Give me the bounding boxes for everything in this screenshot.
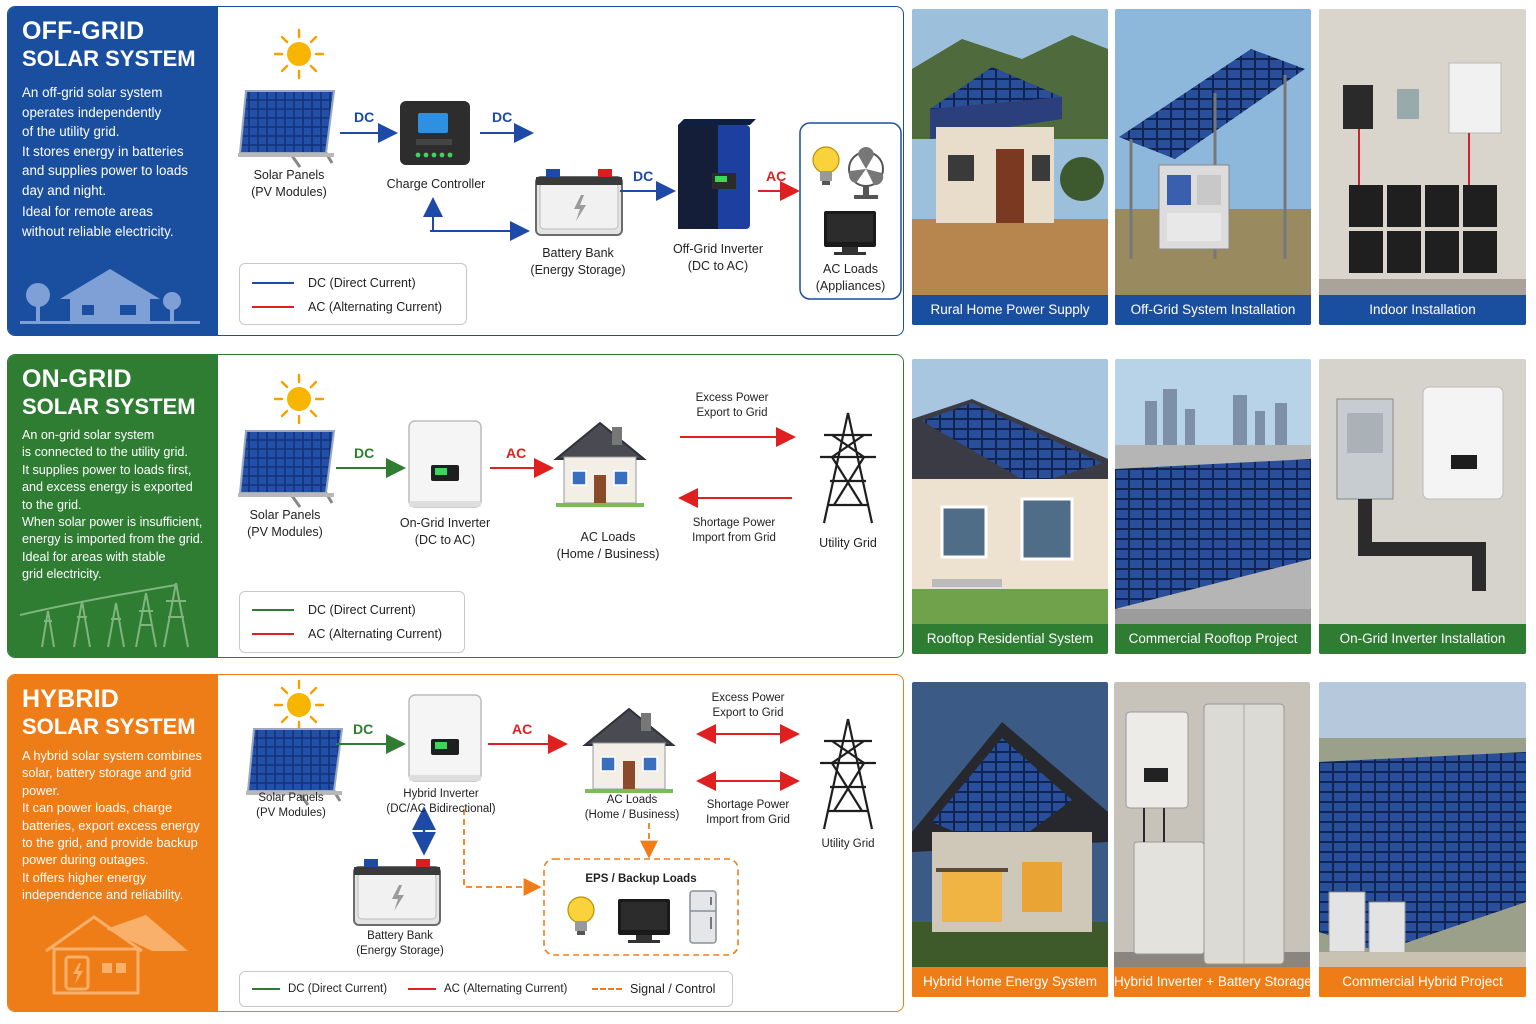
ac-tag: AC (512, 721, 533, 737)
charge-controller-label: Charge Controller (386, 177, 486, 191)
dc-tag: DC (354, 445, 375, 461)
hybrid-title: HYBRID (22, 685, 120, 713)
sun-icon (273, 28, 325, 80)
ongrid-subtitle: SOLAR SYSTEM (22, 394, 196, 419)
legend-dc: DC (Direct Current) (288, 983, 388, 995)
battery-bank-icon (535, 168, 623, 236)
battery-bank-label: Battery Bank(Energy Storage) (356, 930, 444, 957)
ac-loads-label: AC Loads(Home / Business) (584, 794, 680, 821)
house-icon (555, 422, 645, 508)
offgrid-legend: DC (Direct Current) AC (Alternating Curr… (239, 263, 467, 325)
photo-rural-home: Rural Home Power Supply (912, 9, 1108, 325)
solar-panel-icon (236, 89, 336, 169)
hybrid-subtitle: SOLAR SYSTEM (22, 714, 196, 739)
photo-caption: Indoor Installation (1319, 295, 1526, 325)
photo-commercial-hybrid: Commercial Hybrid Project (1319, 682, 1526, 997)
photo-caption: Rural Home Power Supply (912, 295, 1108, 325)
solar-panels-label: Solar Panels(PV Modules) (256, 792, 326, 819)
legend-dc: DC (Direct Current) (308, 276, 416, 290)
hybrid-sidebar: HYBRID SOLAR SYSTEM A hybrid solar syste… (8, 675, 218, 1011)
offgrid-inverter-icon (678, 119, 756, 229)
photo-caption: Rooftop Residential System (912, 624, 1108, 654)
photo-caption: Hybrid Home Energy System (912, 967, 1108, 997)
solar-panel-icon (236, 429, 336, 509)
photo-caption: Hybrid Inverter + Battery Storage (1114, 967, 1310, 997)
refrigerator-icon (689, 890, 717, 944)
ongrid-title: ON-GRID (22, 365, 132, 393)
photo-ongrid-inverter: On-Grid Inverter Installation (1319, 359, 1526, 654)
offgrid-section: OFF-GRID SOLAR SYSTEM An off-grid solar … (7, 6, 904, 336)
ongrid-inverter-icon (408, 420, 482, 508)
fan-icon (848, 147, 884, 199)
legend-ac: AC (Alternating Current) (444, 983, 568, 995)
hybrid-photo-row: Hybrid Home Energy System Hybrid Inverte… (912, 682, 1526, 997)
eps-backup-loads-label: EPS / Backup Loads (585, 873, 697, 885)
offgrid-sidebar: OFF-GRID SOLAR SYSTEM An off-grid solar … (8, 7, 218, 335)
ongrid-sidebar: ON-GRID SOLAR SYSTEM An on-grid solar sy… (8, 355, 218, 657)
dc-tag: DC (353, 721, 374, 737)
photo-caption: Commercial Rooftop Project (1115, 624, 1311, 654)
legend-ac: AC (Alternating Current) (308, 300, 443, 314)
utility-grid-label: Utility Grid (819, 536, 877, 550)
offgrid-inverter-label: Off-Grid Inverter(DC to AC) (672, 242, 764, 273)
house-battery-silhouette-icon (45, 915, 188, 995)
ac-loads-label: AC Loads(Appliances) (815, 262, 886, 293)
photo-rooftop-residential: Rooftop Residential System (912, 359, 1108, 654)
hybrid-inverter-icon (408, 694, 482, 782)
house-silhouette-icon (20, 269, 200, 324)
offgrid-subtitle: SOLAR SYSTEM (22, 46, 196, 71)
utility-grid-tower-icon (818, 717, 878, 831)
photo-commercial-rooftop: Commercial Rooftop Project (1115, 359, 1311, 654)
ac-tag: AC (506, 445, 527, 461)
charge-controller-icon (400, 101, 470, 165)
sun-icon (273, 679, 325, 731)
hybrid-inverter-label: Hybrid Inverter(DC/AC Bidirectional) (386, 788, 496, 815)
ac-tag: AC (766, 168, 787, 184)
photo-offgrid-installation: Off-Grid System Installation (1115, 9, 1311, 325)
battery-bank-label: Battery Bank(Energy Storage) (530, 246, 626, 277)
house-icon (584, 708, 674, 794)
dc-tag: DC (492, 109, 513, 125)
ongrid-section: ON-GRID SOLAR SYSTEM An on-grid solar sy… (7, 354, 904, 658)
pylon-silhouette-icon (20, 582, 189, 648)
legend-dc: DC (Direct Current) (308, 603, 416, 617)
hybrid-legend: DC (Direct Current) AC (Alternating Curr… (239, 971, 733, 1007)
ongrid-photo-row: Rooftop Residential System Commercial Ro… (912, 359, 1526, 654)
offgrid-diagram: DC DC DC AC Solar Panels(PV Modules) Cha… (218, 7, 903, 335)
photo-caption: Commercial Hybrid Project (1319, 967, 1526, 997)
ongrid-diagram: DC AC Solar Panels(PV Modules) On-Grid I… (218, 355, 903, 657)
hybrid-diagram: DC AC Solar Panels(PV Modules) Hybrid In… (218, 675, 903, 1011)
utility-grid-label: Utility Grid (821, 838, 875, 850)
photo-caption: On-Grid Inverter Installation (1319, 624, 1526, 654)
solar-panels-label: Solar Panels(PV Modules) (247, 508, 323, 539)
utility-grid-tower-icon (818, 411, 878, 525)
ongrid-inverter-label: On-Grid Inverter(DC to AC) (399, 516, 491, 547)
ac-loads-label: AC Loads(Home / Business) (556, 530, 660, 561)
dc-tag: DC (633, 168, 654, 184)
hybrid-section: HYBRID SOLAR SYSTEM A hybrid solar syste… (7, 674, 904, 1012)
dc-tag: DC (354, 109, 375, 125)
legend-signal: Signal / Control (630, 982, 716, 996)
photo-indoor-installation: Indoor Installation (1319, 9, 1526, 325)
legend-ac: AC (Alternating Current) (308, 627, 443, 641)
photo-hybrid-home: Hybrid Home Energy System (912, 682, 1108, 997)
offgrid-title: OFF-GRID (22, 17, 145, 45)
battery-bank-icon (353, 858, 441, 926)
ongrid-legend: DC (Direct Current) AC (Alternating Curr… (239, 591, 465, 653)
photo-hybrid-inverter-battery: Hybrid Inverter + Battery Storage (1114, 682, 1310, 997)
offgrid-photo-row: Rural Home Power Supply Off-Grid System … (912, 9, 1526, 325)
sun-icon (273, 373, 325, 425)
photo-caption: Off-Grid System Installation (1115, 295, 1311, 325)
solar-panels-label: Solar Panels(PV Modules) (251, 168, 327, 199)
